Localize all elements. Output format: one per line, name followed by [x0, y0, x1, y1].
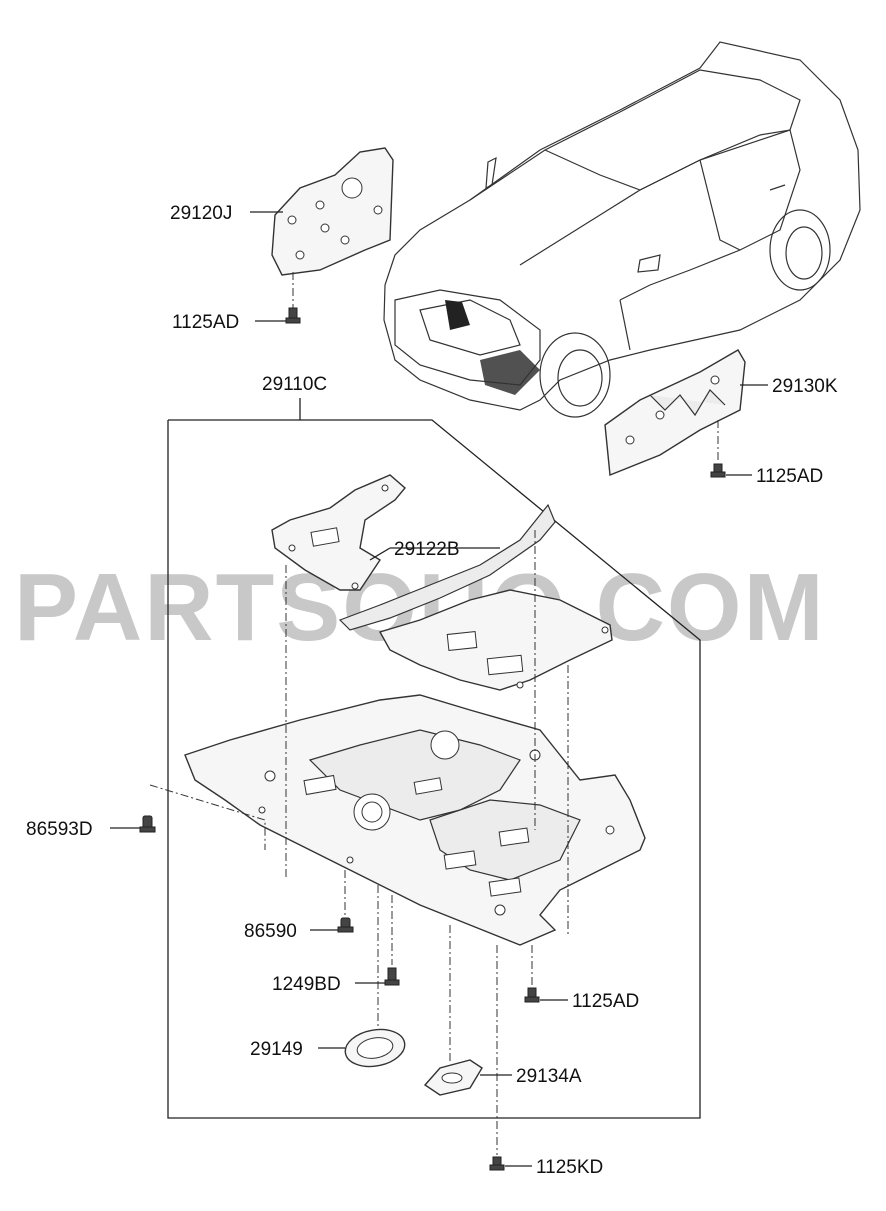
label-29130K[interactable]: 29130K — [772, 376, 838, 397]
bolt-1125AD-c[interactable] — [524, 987, 540, 1003]
vehicle-illustration — [383, 41, 861, 418]
bolt-1125KD[interactable] — [489, 1156, 505, 1171]
label-1125AD-b[interactable]: 1125AD — [756, 466, 823, 487]
label-1249BD[interactable]: 1249BD — [272, 974, 341, 995]
bolt-1125AD-a[interactable] — [285, 307, 301, 324]
bolt-1125AD-b[interactable] — [710, 463, 726, 478]
part-29122B-lower[interactable] — [378, 589, 613, 691]
main-under-cover[interactable] — [184, 694, 646, 946]
part-29122B-bar[interactable] — [338, 503, 556, 631]
label-86593D[interactable]: 86593D — [26, 819, 93, 840]
clip-86593D[interactable] — [139, 815, 156, 833]
label-29122B[interactable]: 29122B — [394, 539, 460, 560]
part-29134A[interactable] — [423, 1059, 483, 1096]
assembly-frame-29110C — [167, 398, 701, 1119]
bolt-1249BD[interactable] — [384, 967, 400, 986]
part-29120J[interactable] — [271, 147, 394, 276]
part-29149[interactable] — [342, 1025, 407, 1071]
label-29149[interactable]: 29149 — [250, 1039, 303, 1060]
part-29130K[interactable] — [604, 349, 746, 476]
label-29134A[interactable]: 29134A — [516, 1066, 582, 1087]
part-29122B-upper[interactable] — [271, 474, 406, 591]
label-1125AD-c[interactable]: 1125AD — [572, 991, 639, 1012]
label-86590[interactable]: 86590 — [244, 921, 297, 942]
label-29120J[interactable]: 29120J — [170, 203, 232, 224]
label-1125KD[interactable]: 1125KD — [536, 1157, 603, 1178]
label-29110C[interactable]: 29110C — [262, 374, 327, 395]
label-1125AD-a[interactable]: 1125AD — [172, 312, 239, 333]
clip-86590[interactable] — [337, 917, 354, 933]
